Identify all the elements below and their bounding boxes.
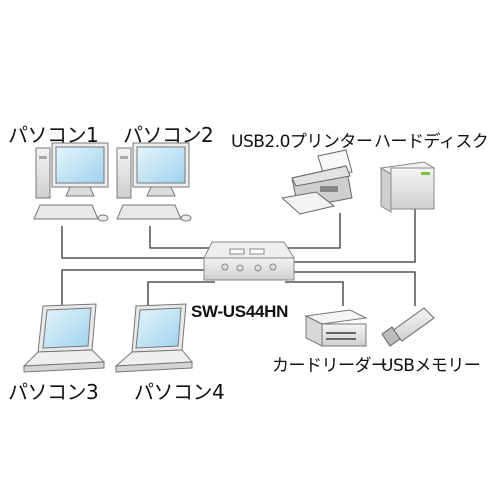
line-pc4 [147,281,215,306]
printer-icon [280,149,353,215]
desktop-pc-icon [33,142,109,222]
label-hdd: ハードディスク [374,132,489,152]
line-usb-memory [292,271,416,306]
connection-lines [61,208,416,306]
label-card-reader: カードリーダー [272,356,388,376]
card-reader-icon [304,309,368,347]
laptop-icon [114,303,194,373]
laptop-icon [22,303,106,373]
label-pc1: パソコン1 [8,123,99,147]
line-printer [288,213,341,249]
line-hdd [292,208,416,263]
desktop-pc-icon [116,142,192,222]
line-pc2 [149,226,215,249]
usb-memory-icon [381,307,435,347]
label-printer: USB2.0プリンター [231,132,373,152]
usb-hub-icon [203,241,295,281]
line-pc1 [61,226,210,259]
line-pc3 [61,269,210,306]
label-hub: SW-US44HN [191,302,289,321]
label-pc3: パソコン3 [8,380,99,404]
hard-disk-icon [379,161,436,213]
label-usb-memory: USBメモリー [381,356,481,376]
label-pc4: パソコン4 [134,380,225,404]
line-card-reader [285,281,344,306]
label-pc2: パソコン2 [123,123,214,147]
